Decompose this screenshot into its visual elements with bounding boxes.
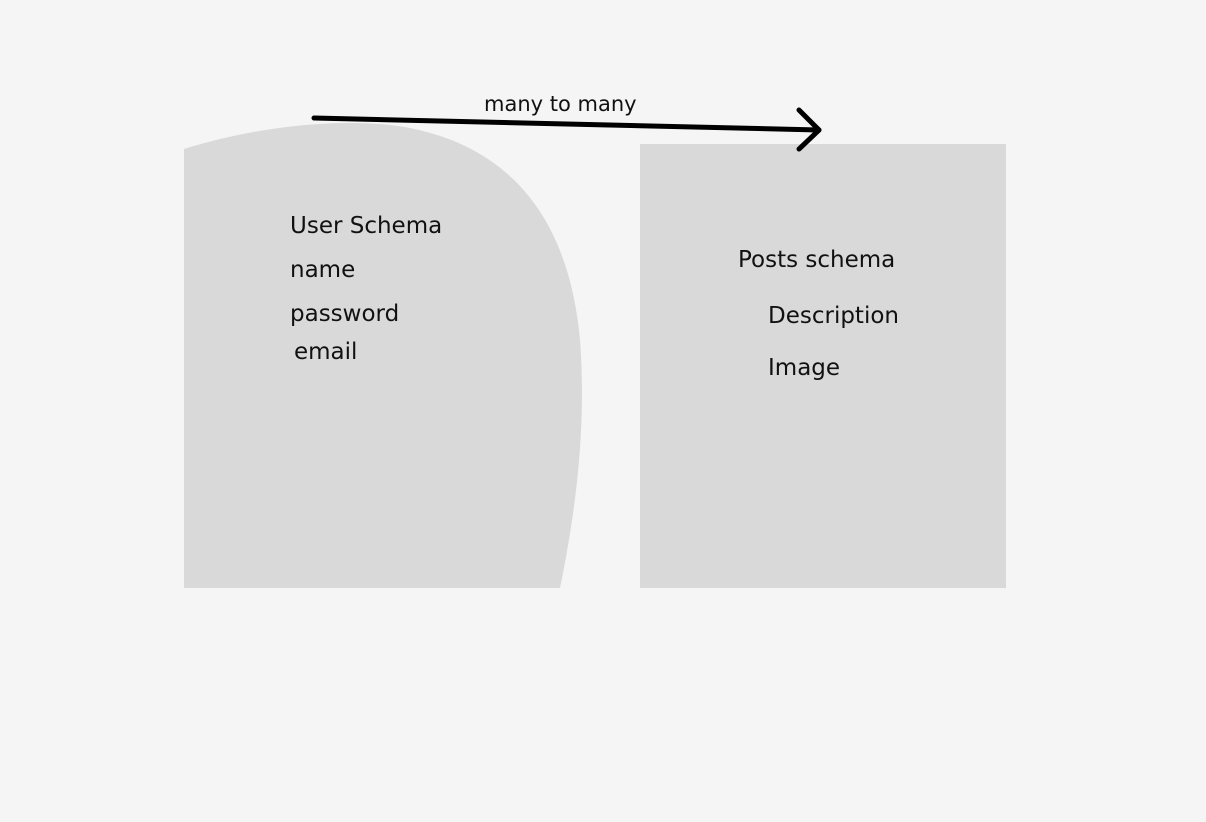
- user-field-password: password: [290, 301, 400, 327]
- posts-schema-shape[interactable]: [640, 144, 1006, 588]
- posts-field-description: Description: [768, 303, 899, 329]
- user-field-name: name: [290, 257, 356, 283]
- arrow-line: [311, 115, 822, 133]
- user-schema-shape[interactable]: [184, 122, 582, 588]
- posts-field-image: Image: [768, 355, 841, 381]
- user-field-email: email: [294, 339, 358, 365]
- posts-schema-title: Posts schema: [738, 247, 896, 273]
- arrow-head-icon: [796, 107, 822, 152]
- user-schema-title: User Schema: [290, 213, 443, 239]
- relationship-label: many to many: [484, 92, 637, 116]
- relationship-arrow[interactable]: [311, 107, 822, 152]
